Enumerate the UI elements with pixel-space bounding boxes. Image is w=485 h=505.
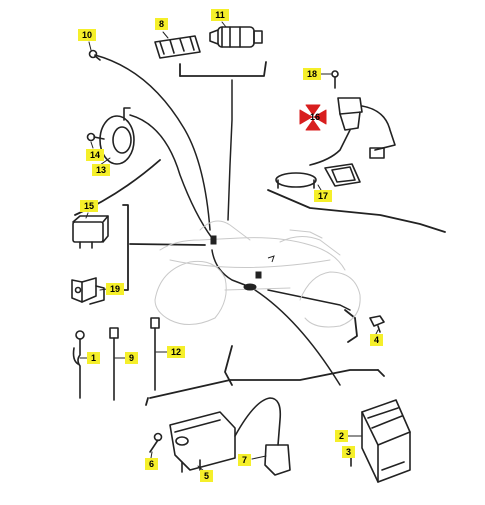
callout-16: 16 bbox=[309, 112, 320, 122]
relay-15 bbox=[73, 216, 108, 248]
ignition-coil-5 bbox=[170, 412, 235, 472]
sensor-4 bbox=[370, 316, 384, 332]
callout-leaders bbox=[79, 21, 379, 473]
horn-13 bbox=[100, 108, 134, 164]
callout-17: 17 bbox=[314, 190, 332, 202]
fuel-sender-16 bbox=[276, 98, 395, 188]
callout-4: 4 bbox=[370, 334, 383, 346]
harness-connectors bbox=[210, 235, 275, 291]
callout-15: 15 bbox=[80, 200, 98, 212]
callout-12: 12 bbox=[167, 346, 185, 358]
callout-9: 9 bbox=[125, 352, 138, 364]
bolt-6 bbox=[150, 434, 162, 453]
motorcycle-ghost-outline bbox=[154, 220, 361, 328]
callout-18: 18 bbox=[303, 68, 321, 80]
plug-cap-7 bbox=[235, 398, 290, 475]
cable-tie-12 bbox=[151, 318, 159, 390]
connector-11 bbox=[210, 27, 262, 47]
callout-8: 8 bbox=[155, 18, 168, 30]
cable-tie-9 bbox=[110, 328, 118, 400]
callout-10: 10 bbox=[78, 29, 96, 41]
bolt-14 bbox=[88, 134, 105, 141]
callout-6: 6 bbox=[145, 458, 158, 470]
callout-19: 19 bbox=[106, 283, 124, 295]
cdi-unit-2 bbox=[362, 400, 410, 482]
cable-band-1 bbox=[74, 331, 85, 398]
clamp-bracket-8 bbox=[155, 36, 200, 58]
callout-1: 1 bbox=[87, 352, 100, 364]
callout-3: 3 bbox=[342, 446, 355, 458]
callout-11: 11 bbox=[211, 9, 229, 21]
bolt-10 bbox=[90, 51, 101, 61]
callout-13: 13 bbox=[92, 164, 110, 176]
highlight-arrows bbox=[299, 104, 327, 131]
screw-18 bbox=[332, 71, 338, 88]
harness-wires bbox=[94, 54, 351, 386]
callout-14: 14 bbox=[86, 149, 104, 161]
callout-7: 7 bbox=[238, 454, 251, 466]
callout-5: 5 bbox=[200, 470, 213, 482]
bracket-19 bbox=[72, 278, 104, 304]
callout-2: 2 bbox=[335, 430, 348, 442]
